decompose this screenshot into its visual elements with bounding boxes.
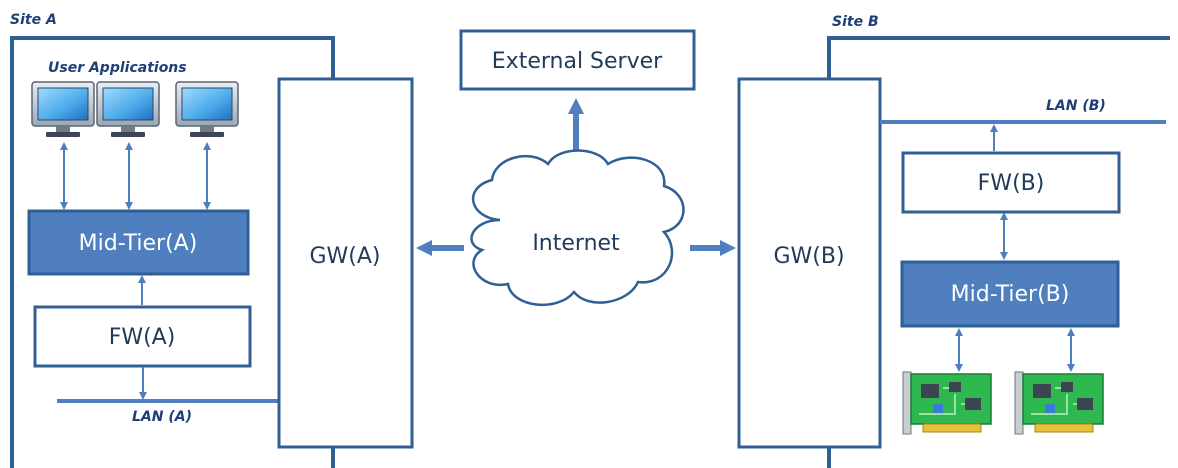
fw-b-box <box>901 151 1121 214</box>
external-server-box <box>459 29 696 91</box>
circuit-card-icon <box>1014 371 1104 435</box>
circuit-card-icon <box>902 371 992 435</box>
fw-a-label: FW(A) <box>109 325 176 350</box>
fw-b-label: FW(B) <box>978 171 1045 196</box>
gw-b-label: GW(B) <box>773 244 844 269</box>
fw-a-box <box>33 305 252 368</box>
computer-icon <box>175 81 239 137</box>
site-a-label: Site A <box>10 12 57 28</box>
gw-a-label: GW(A) <box>309 244 380 269</box>
internet-cloud <box>470 149 685 306</box>
site-b-label: Site B <box>832 14 879 30</box>
mid-tier-a-label: Mid-Tier(A) <box>79 231 198 256</box>
lan-b-label: LAN (B) <box>1046 98 1106 114</box>
internet-label: Internet <box>532 231 620 256</box>
mid-tier-b-box <box>900 260 1120 328</box>
lan-a-label: LAN (A) <box>132 409 192 425</box>
external-server-label: External Server <box>492 49 663 74</box>
gw-a-box <box>277 77 414 449</box>
computer-icon <box>31 81 95 137</box>
user-applications-label: User Applications <box>48 60 187 76</box>
mid-tier-b-label: Mid-Tier(B) <box>951 282 1070 307</box>
computer-icon <box>96 81 160 137</box>
mid-tier-a-box <box>27 209 250 276</box>
gw-b-box <box>737 77 882 449</box>
